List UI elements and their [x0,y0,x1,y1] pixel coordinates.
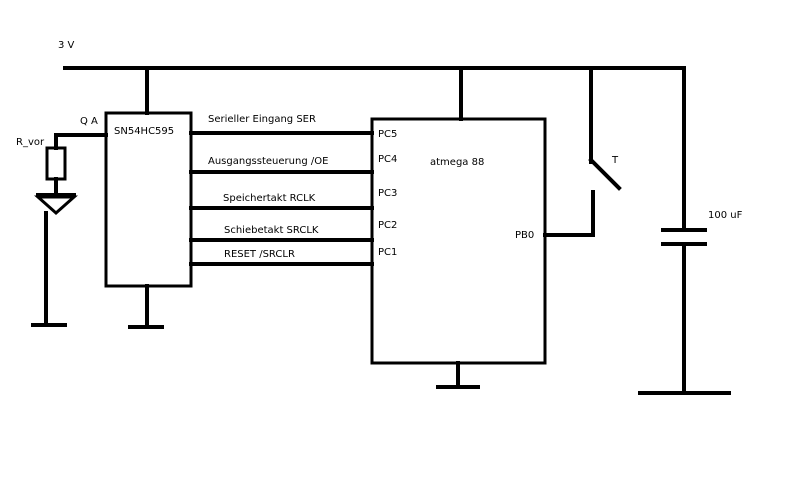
pin-label-pc5: PC5 [378,129,397,140]
signal-label-srclr: RESET /SRCLR [224,249,295,260]
switch-label: T [611,155,619,166]
signal-label-oe: Ausgangssteuerung /OE [208,156,328,167]
supply-label: 3 V [58,40,75,51]
signal-label-srclk: Schiebetakt SRCLK [224,225,319,236]
signal-label-rclk: Speichertakt RCLK [223,193,316,204]
capacitor-label: 100 uF [708,210,743,221]
pin-label-pc4: PC4 [378,154,397,165]
switch-contact-arm [588,157,622,191]
pin-label-pb0: PB0 [515,230,534,241]
qa-label: Q A [80,116,98,127]
led-triangle [34,195,78,216]
microcontroller-label: atmega 88 [430,157,484,168]
shift-register-chip [104,111,193,288]
pin-label-pc2: PC2 [378,220,397,231]
signal-label-ser: Serieller Eingang SER [208,114,316,125]
resistor-label: R_vor [16,137,45,148]
microcontroller-chip [370,117,547,365]
pin-label-pc3: PC3 [378,188,397,199]
resistor-r-vor [45,146,67,181]
pin-label-pc1: PC1 [378,247,397,258]
shift-register-label: SN54HC595 [114,126,174,137]
